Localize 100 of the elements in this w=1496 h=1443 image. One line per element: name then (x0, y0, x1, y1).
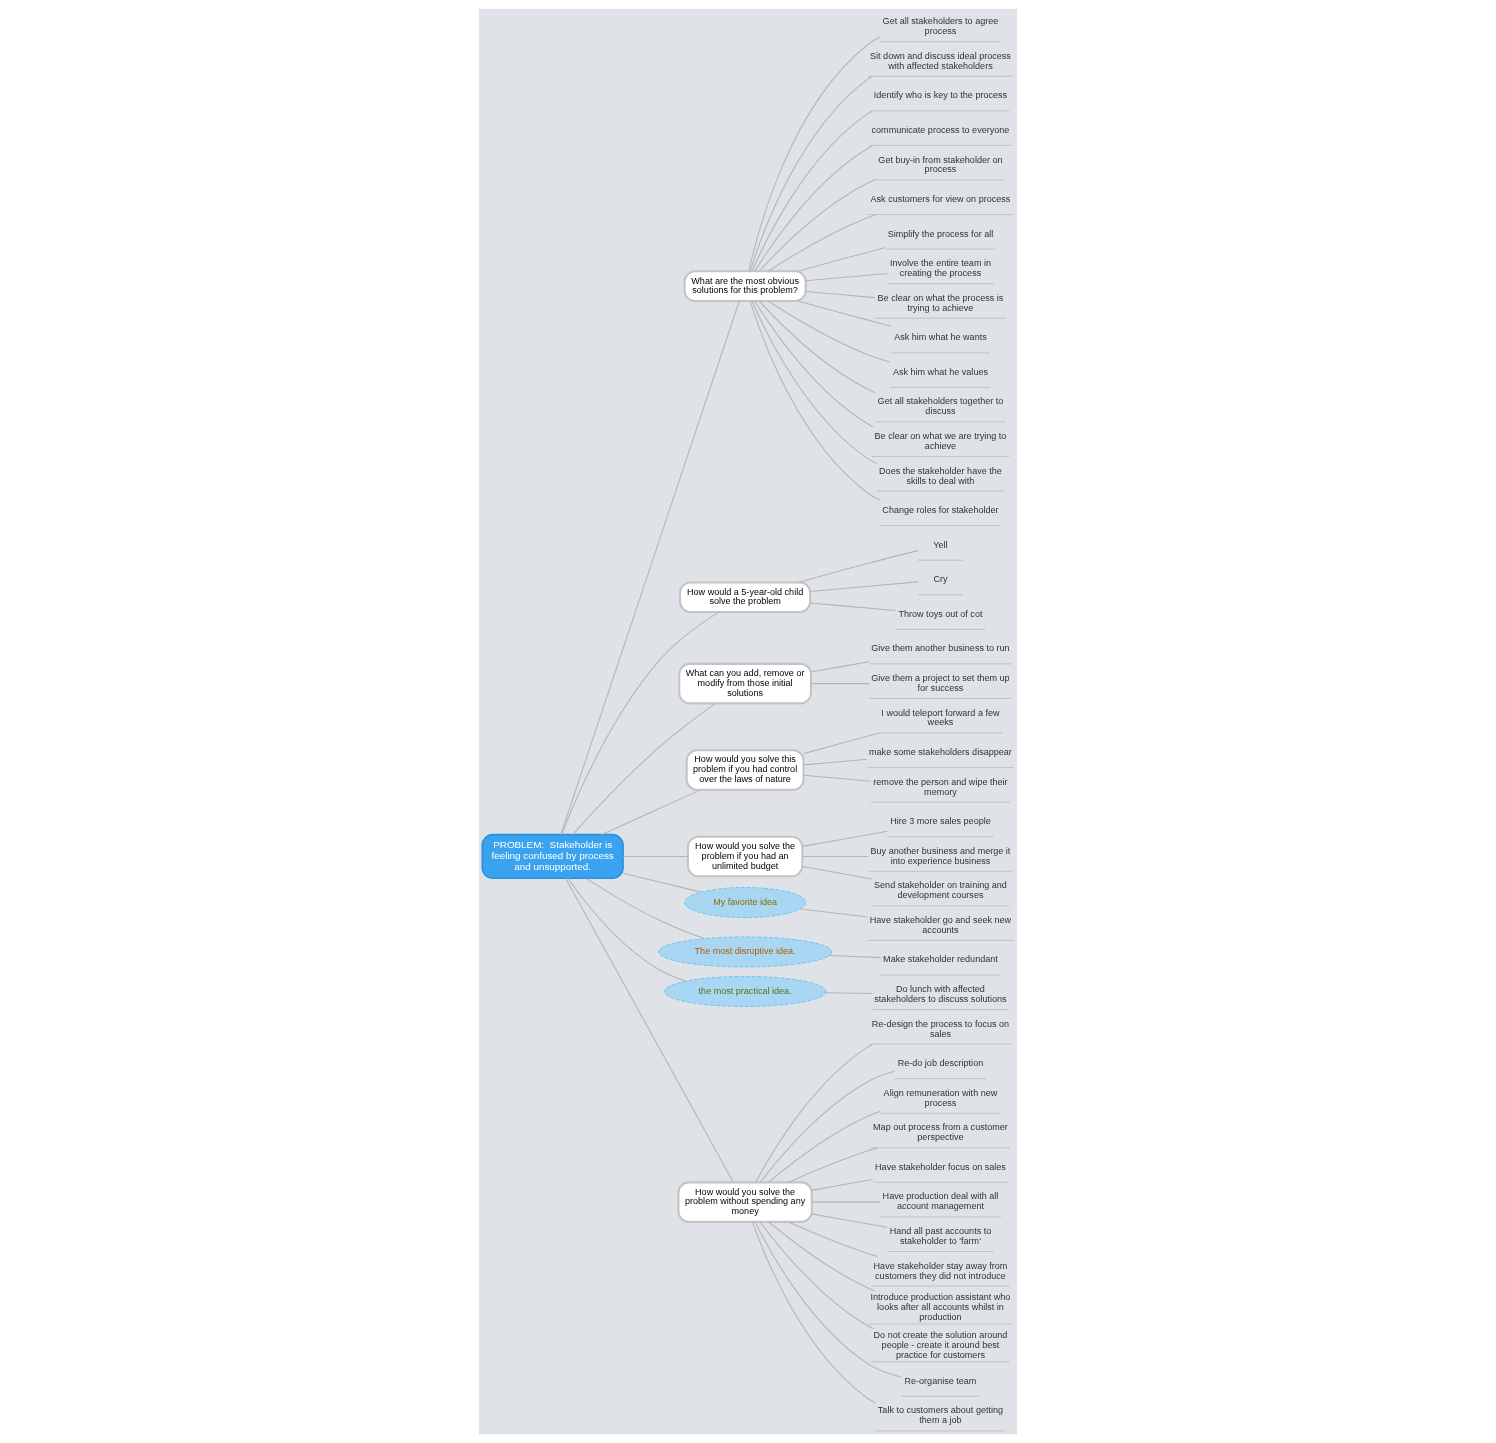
node-ellipse: My favorite idea (684, 887, 807, 918)
node-ellipse: The most disruptive idea. (658, 936, 833, 968)
connector (825, 992, 874, 995)
node-text: Ask him what he values (892, 366, 988, 377)
node-text: Re-do job description (897, 1058, 984, 1069)
connector (754, 144, 874, 272)
connector (759, 1070, 896, 1183)
node-box: What can you add, remove or modify from those initial solutions (678, 662, 812, 705)
node-text: Re-organise team (904, 1375, 977, 1386)
connector (810, 661, 870, 673)
connector (828, 954, 882, 959)
node-text: Have stakeholder stay away from customers they did not introduce (873, 1260, 1008, 1281)
node-text: Cry (933, 574, 948, 585)
node-text: Give them a project to set them up for success (871, 673, 1010, 693)
node-text: Involve the entire team in creating the process (889, 258, 992, 279)
node-text: communicate process to everyone (871, 124, 1010, 135)
connector (797, 247, 886, 272)
node-text: Re-design the process to focus on sales (871, 1018, 1010, 1039)
node-text: Sit down and discuss ideal process with affected stakeholders (870, 50, 1011, 71)
connector (560, 300, 740, 835)
connector (567, 877, 687, 982)
node-text: remove the person and wipe their memory (873, 776, 1008, 797)
connector (803, 774, 872, 782)
node-text: Simplify the process for all (887, 228, 994, 239)
connector (801, 866, 873, 880)
connector (788, 1221, 878, 1257)
connector (810, 683, 870, 685)
node-box: How would a 5-year-old child solve the problem (679, 581, 812, 614)
node-text: Make stakeholder redundant (883, 954, 998, 965)
connector (572, 703, 716, 836)
connector (758, 178, 877, 272)
connector (805, 290, 876, 299)
connector (754, 300, 874, 428)
node-text: Map out process from a customer perspective (873, 1122, 1008, 1143)
node-text: Get all stakeholders to agree process (882, 16, 999, 37)
connector (561, 611, 720, 835)
connector (811, 1201, 881, 1203)
connector (755, 1043, 874, 1183)
node-text: Buy another business and merge it into experience business (870, 845, 1011, 866)
node-text: Change roles for stakeholder (882, 505, 999, 516)
node-box: How would you solve the problem without spending any money (677, 1181, 813, 1223)
node-text: Throw toys out of cot (898, 608, 983, 619)
connector (805, 273, 888, 282)
node-text: Get buy-in from stakeholder on process (878, 154, 1003, 175)
node-text: Be clear on what the process is trying to achieve (877, 292, 1004, 313)
node-text: Be clear on what we are trying to achieve (874, 431, 1007, 451)
node-box: PROBLEM: Stakeholder is feeling confused by process and unsupported. (481, 833, 624, 880)
connector (809, 581, 919, 593)
node-text: I would teleport forward a few weeks (881, 707, 1000, 728)
node-text: Does the stakeholder have the skills to deal with (879, 465, 1002, 486)
node-text: Do lunch with affected stakeholders to discuss solutions (874, 984, 1007, 1004)
connector (751, 110, 873, 272)
node-text: Hand all past accounts to stakeholder to 'farm' (889, 1226, 992, 1246)
node-text: Align remuneration with new process (883, 1087, 998, 1108)
connector (811, 1213, 888, 1228)
connector (767, 300, 891, 363)
node-ellipse: the most practical idea. (664, 976, 827, 1007)
connector (601, 789, 702, 836)
connector (622, 872, 702, 893)
connector (797, 550, 919, 583)
connector (768, 1221, 875, 1292)
connector (767, 214, 877, 272)
connector (801, 855, 869, 857)
connector (801, 830, 888, 847)
connector (751, 300, 877, 464)
connector (803, 732, 881, 755)
connector (759, 1221, 874, 1330)
node-text: Talk to customers about getting them a job (877, 1405, 1004, 1426)
node-text: Ask him what he wants (894, 332, 987, 343)
connector (749, 75, 873, 272)
node-text: Get all stakeholders together to discuss (877, 396, 1004, 417)
node-text: Identify who is key to the process (873, 90, 1008, 101)
node-box: How would you solve the problem if you had an unlimited budget (686, 835, 804, 878)
node-box: How would you solve this problem if you had control over the laws of nature (685, 749, 805, 791)
node-text: Introduce production assistant who looks after all accounts whilst in production (870, 1291, 1011, 1322)
connector (758, 300, 876, 394)
node-text: Do not create the solution around people - create it around best practice for customers (873, 1329, 1008, 1360)
node-text: make some stakeholders disappear (869, 747, 1012, 758)
connector (622, 855, 689, 857)
node-text: Have stakeholder go and seek new accounts (869, 914, 1012, 935)
node-text: Have production deal with all account management (882, 1191, 999, 1212)
node-text: Have stakeholder focus on sales (875, 1161, 1006, 1172)
node-text: Ask customers for view on process (870, 194, 1011, 205)
connector (799, 908, 868, 918)
connector (749, 300, 881, 501)
connector (811, 1178, 874, 1191)
connector (754, 1221, 902, 1378)
node-text: Hire 3 more sales people (890, 816, 991, 827)
connector (788, 1147, 878, 1183)
connector (797, 300, 892, 327)
node-text: Send stakeholder on training and development courses (874, 880, 1007, 901)
connector (803, 758, 868, 766)
connector (751, 1221, 877, 1404)
connector (748, 36, 881, 272)
node-text: Give them another business to run (871, 643, 1010, 654)
connector (565, 877, 734, 1183)
connector (585, 877, 705, 940)
node-box: What are the most obvious solutions for this problem? (683, 270, 807, 302)
connector (809, 602, 896, 612)
connector (767, 1110, 882, 1183)
